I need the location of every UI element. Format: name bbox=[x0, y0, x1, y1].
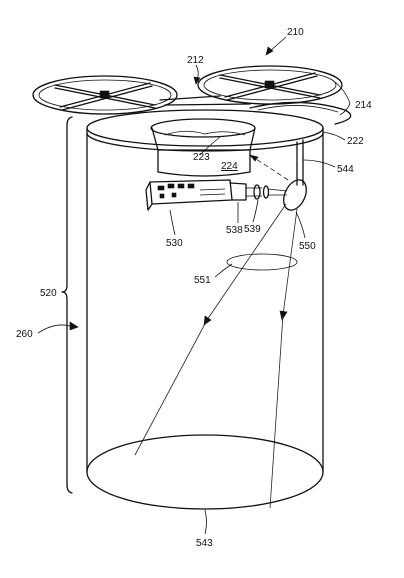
reference-labels: 210 212 214 222 223 224 544 530 538 539 … bbox=[16, 27, 372, 549]
label-223: 223 bbox=[193, 152, 210, 163]
label-551: 551 bbox=[194, 275, 211, 286]
label-212: 212 bbox=[187, 55, 204, 66]
rotor-left bbox=[32, 75, 178, 115]
label-544: 544 bbox=[337, 164, 354, 175]
label-210: 210 bbox=[287, 27, 304, 38]
rotor-right-front bbox=[197, 65, 343, 105]
label-260: 260 bbox=[16, 329, 33, 340]
leader-lines bbox=[37, 36, 351, 535]
ellipse-551 bbox=[226, 253, 298, 271]
label-224: 224 bbox=[221, 161, 238, 172]
label-543: 543 bbox=[196, 538, 213, 549]
label-222: 222 bbox=[347, 136, 364, 147]
label-539: 539 bbox=[244, 224, 261, 235]
light-rays bbox=[134, 154, 298, 509]
cylinder-260 bbox=[86, 132, 324, 510]
label-214: 214 bbox=[355, 100, 372, 111]
sensor-assembly bbox=[145, 179, 288, 211]
label-520: 520 bbox=[40, 288, 57, 299]
label-530: 530 bbox=[166, 238, 183, 249]
label-538: 538 bbox=[226, 225, 243, 236]
label-550: 550 bbox=[299, 241, 316, 252]
drone-frame bbox=[159, 95, 251, 106]
drone-body bbox=[86, 109, 324, 186]
mirror-550 bbox=[283, 179, 307, 211]
bracket-520 bbox=[61, 116, 73, 494]
rotor-right-back bbox=[249, 101, 352, 125]
